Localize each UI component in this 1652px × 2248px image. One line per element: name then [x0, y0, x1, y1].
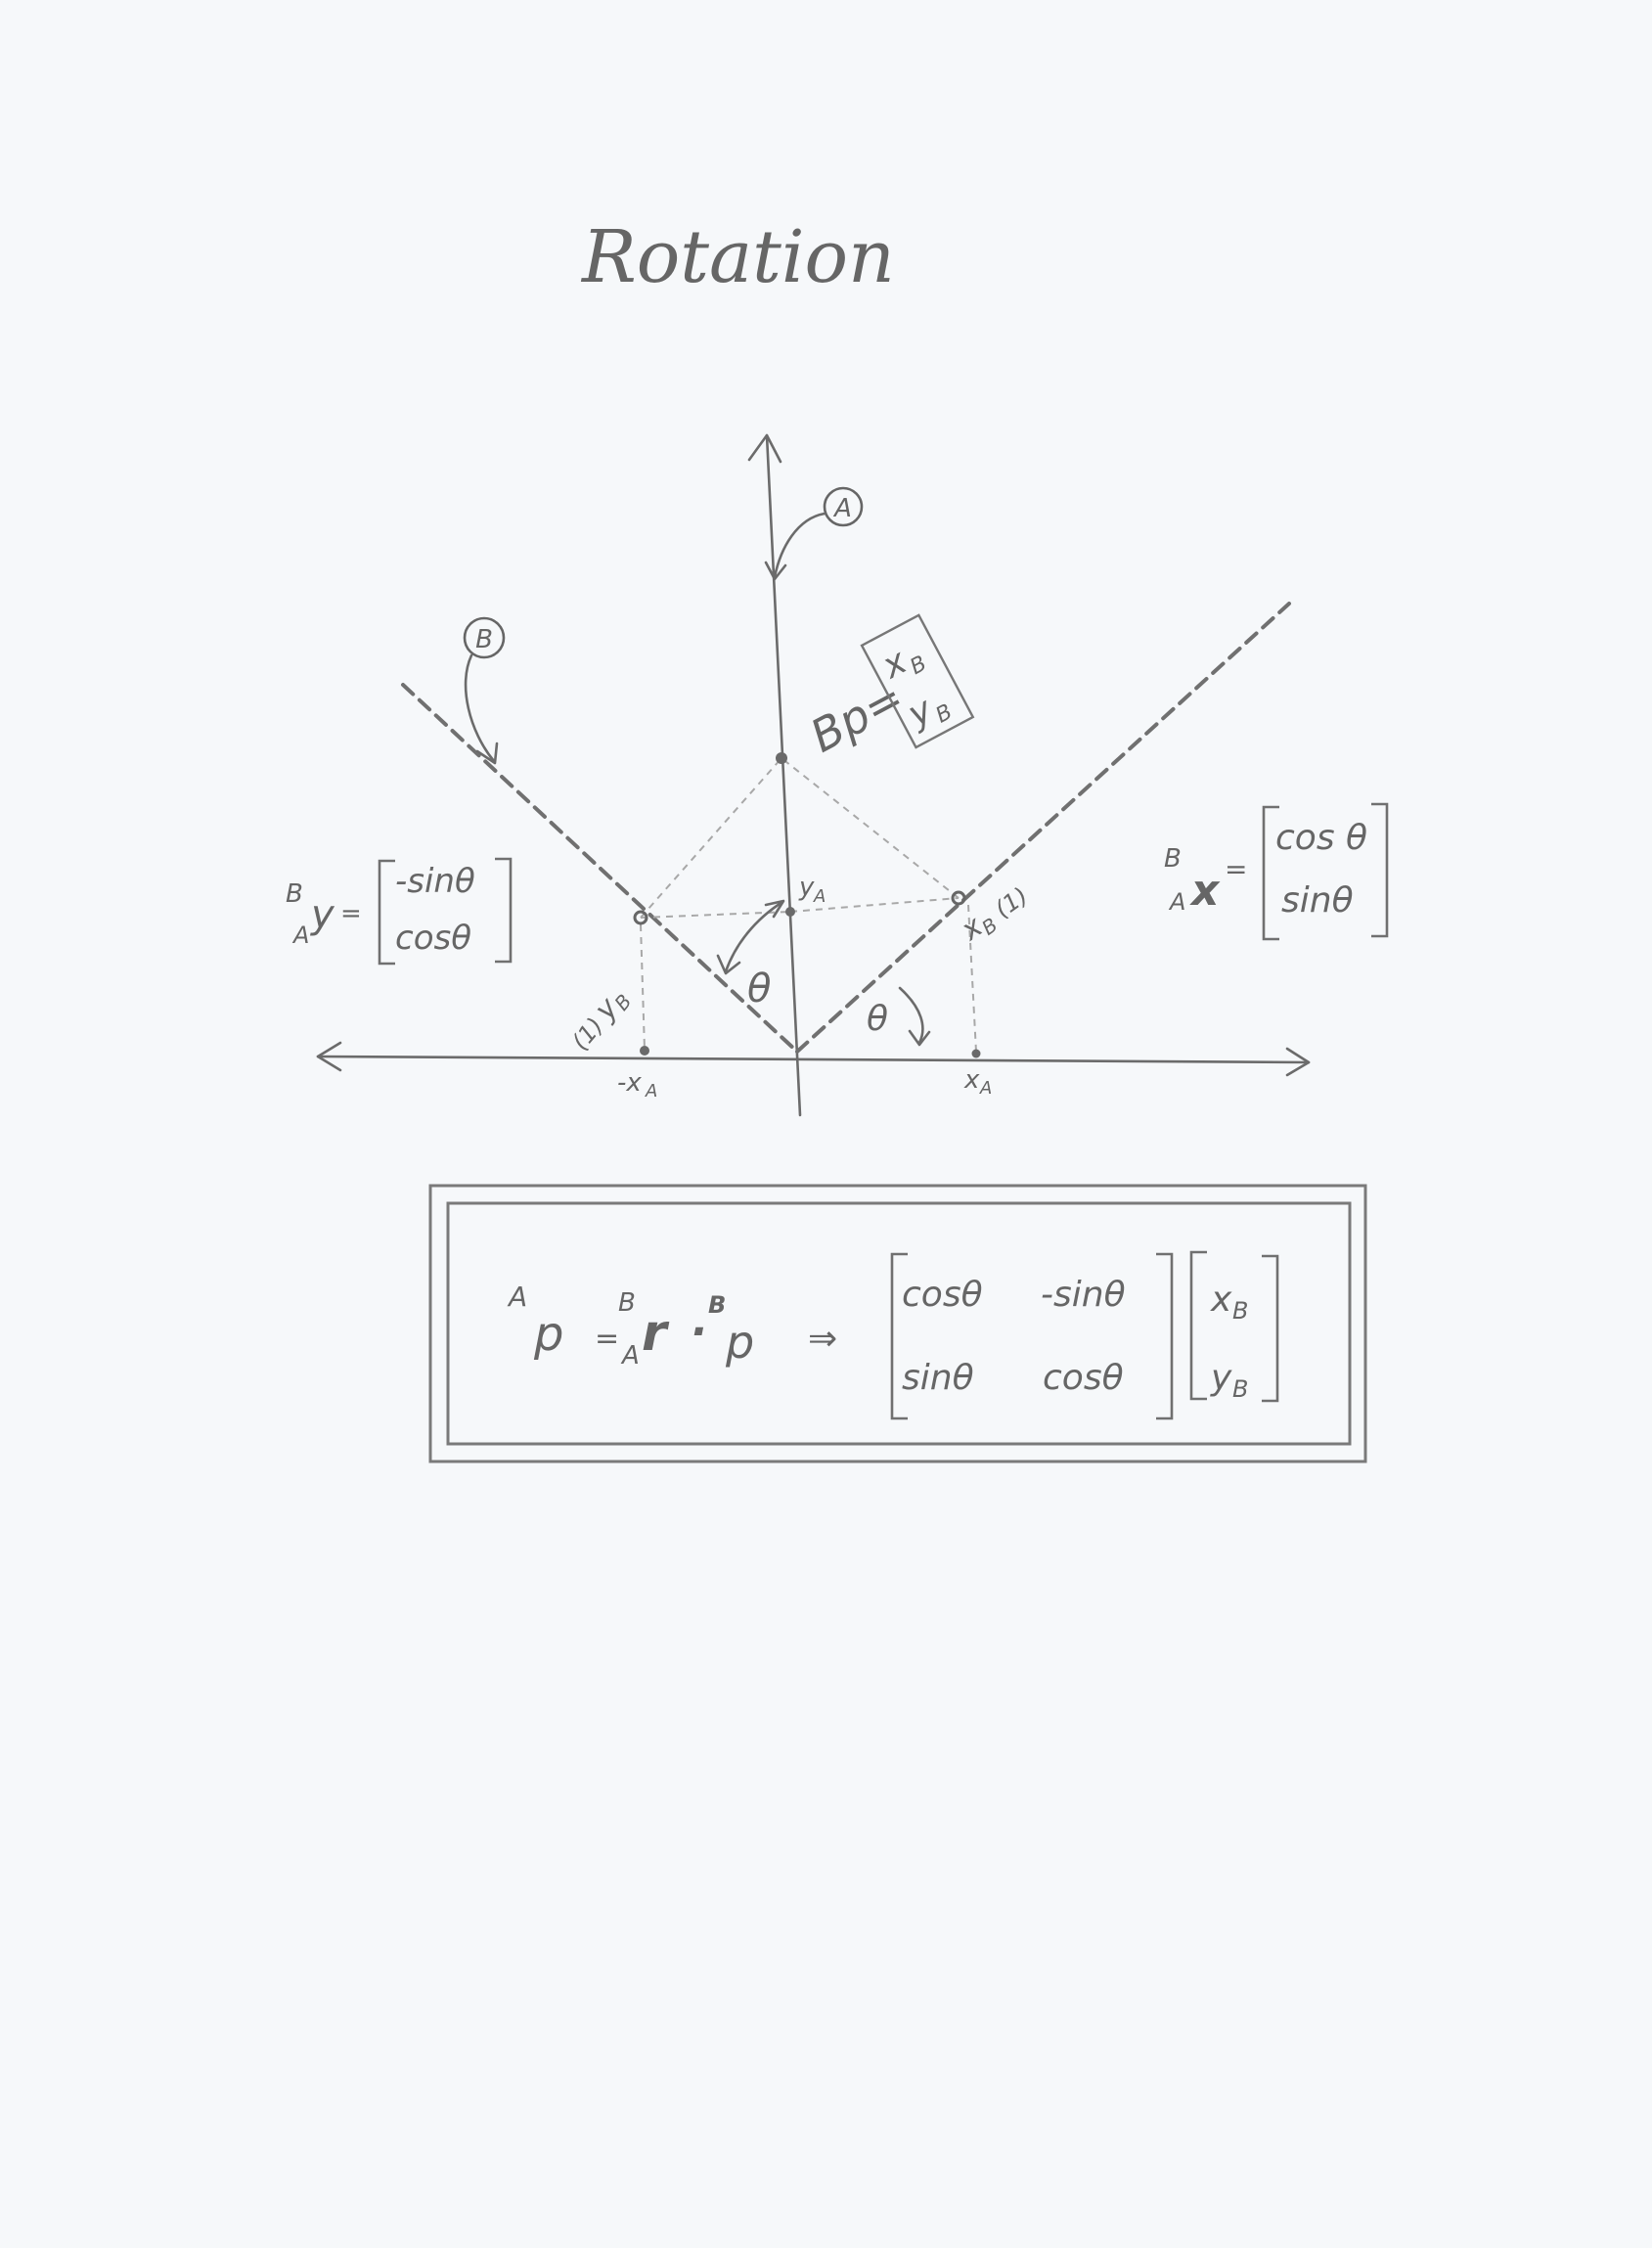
- neg-xa-label: -x: [617, 1068, 642, 1098]
- y-vector-symbol: y: [310, 892, 335, 937]
- formula-r-sub: A: [620, 1341, 640, 1371]
- theta-annotations: θ θ: [716, 899, 931, 1047]
- yb-label-one: (1): [566, 1012, 608, 1056]
- frame-b-x-axis: [795, 602, 1291, 1054]
- formula-box-inner: [446, 1201, 1352, 1446]
- ya-to-xb-horizontal: [789, 897, 960, 913]
- point-unit-yb: [633, 910, 648, 925]
- frame-a-label: A: [764, 486, 864, 581]
- frame-a-vertical-axis: [765, 433, 802, 1117]
- x-vector-eq: =: [1225, 853, 1247, 885]
- matrix-r2c2: cosθ: [1043, 1358, 1124, 1398]
- frame-a-pointer-arrow: [773, 512, 826, 579]
- theta-arc-lower-head: [908, 1029, 931, 1047]
- formula-lhs-sup: A: [507, 1281, 527, 1313]
- point-unit-xb: [951, 890, 966, 906]
- formula-p-sup: B: [708, 1291, 726, 1319]
- frame-a-circle: [823, 486, 864, 527]
- theta-arc-lower: [898, 986, 924, 1045]
- x-axis-vector: B A x = cos θ sinθ: [1164, 802, 1389, 941]
- yb-drop: [640, 923, 646, 1051]
- x-vector-row1: cos θ: [1275, 818, 1367, 858]
- construction-lines: [640, 757, 977, 1053]
- xb-unit-label: x B (1): [955, 882, 1033, 949]
- vector-xb: x: [1210, 1280, 1232, 1320]
- formula-p: p: [725, 1316, 754, 1369]
- y-vector-left-bracket: [378, 859, 395, 966]
- frame-b-axes: [401, 602, 1291, 1054]
- formula-eq: =: [595, 1322, 619, 1356]
- bp-vector-box: [860, 613, 975, 749]
- matrix-r1c2: -sinθ: [1041, 1275, 1126, 1315]
- matrix-right-bracket: [1156, 1252, 1174, 1420]
- yb-unit-label: (1) y B: [566, 990, 636, 1056]
- frame-b-letter: B: [475, 625, 493, 654]
- vector-left-bracket: [1189, 1250, 1207, 1401]
- point-xa: [971, 1049, 981, 1058]
- frame-a-axes: [316, 433, 1311, 1117]
- y-vector-sup: B: [286, 879, 303, 909]
- page-title: Rotation: [580, 215, 895, 299]
- formula-dot: ·: [691, 1307, 707, 1357]
- frame-a-horizontal-axis: [316, 1055, 1311, 1064]
- formula-r: r: [642, 1304, 670, 1363]
- frame-b-circle: [463, 616, 506, 659]
- frame-b-pointer-arrow: [464, 653, 496, 763]
- points: [633, 752, 981, 1058]
- formula-box-outer: [428, 1184, 1367, 1463]
- x-vector-sub: A: [1168, 888, 1185, 916]
- x-vector-symbol: x: [1189, 866, 1221, 916]
- formula-r-sup: B: [618, 1288, 636, 1318]
- x-vector-left-bracket: [1262, 805, 1279, 941]
- theta-upper: θ: [747, 967, 771, 1012]
- theta-arc-upper-head-end: [764, 899, 785, 919]
- y-vector-sub: A: [291, 922, 309, 949]
- vector-yb: y: [1210, 1358, 1232, 1398]
- y-vector-right-bracket: [495, 857, 513, 964]
- ya-label-sub: A: [813, 886, 826, 907]
- xb-label-one: (1): [990, 882, 1033, 923]
- bp-vector-label: Bp= x B y B: [802, 613, 975, 763]
- xa-label: x: [963, 1065, 980, 1095]
- vector-xb-sub: B: [1232, 1297, 1248, 1325]
- point-neg-xa: [640, 1046, 649, 1056]
- frame-a-letter: A: [832, 494, 852, 523]
- matrix-left-bracket: [890, 1252, 908, 1420]
- formula-lhs: p: [533, 1307, 563, 1362]
- matrix-r1c1: cosθ: [902, 1275, 983, 1315]
- theta-lower: θ: [867, 999, 888, 1039]
- frame-a-pointer-head: [764, 561, 787, 581]
- y-vector-row2: cosθ: [395, 919, 471, 958]
- x-vector-row2: sinθ: [1281, 880, 1354, 921]
- vector-right-bracket: [1262, 1254, 1279, 1403]
- theta-arc-upper-head-start: [716, 954, 741, 975]
- formula-implies: ⇒: [808, 1319, 837, 1359]
- frame-b-label: B: [463, 616, 506, 765]
- horizontal-axis-right-arrowhead: [1285, 1047, 1311, 1077]
- ya-label: y: [798, 873, 815, 902]
- y-vector-eq: =: [340, 899, 362, 928]
- horizontal-axis-left-arrowhead: [316, 1041, 342, 1072]
- point-ya: [785, 907, 795, 917]
- x-vector-sup: B: [1164, 844, 1182, 874]
- neg-xa-label-sub: A: [645, 1081, 657, 1102]
- frame-b-y-axis: [401, 683, 799, 1054]
- rotation-formula-box: A p = B A r · B p ⇒ cosθ -sinθ sinθ cosθ…: [428, 1184, 1367, 1463]
- vertical-axis-arrowhead: [747, 433, 782, 464]
- xa-label-sub: A: [979, 1078, 992, 1099]
- frame-b-pointer-head: [475, 742, 499, 765]
- theta-arc-upper: [724, 900, 784, 973]
- y-vector-row1: -sinθ: [395, 862, 475, 901]
- matrix-r2c1: sinθ: [902, 1358, 974, 1398]
- unit-yb-to-point: [640, 757, 782, 919]
- x-vector-right-bracket: [1371, 802, 1389, 938]
- y-axis-vector: B A y = -sinθ cosθ: [286, 857, 513, 966]
- vector-yb-sub: B: [1232, 1375, 1248, 1403]
- point-p: [776, 752, 787, 764]
